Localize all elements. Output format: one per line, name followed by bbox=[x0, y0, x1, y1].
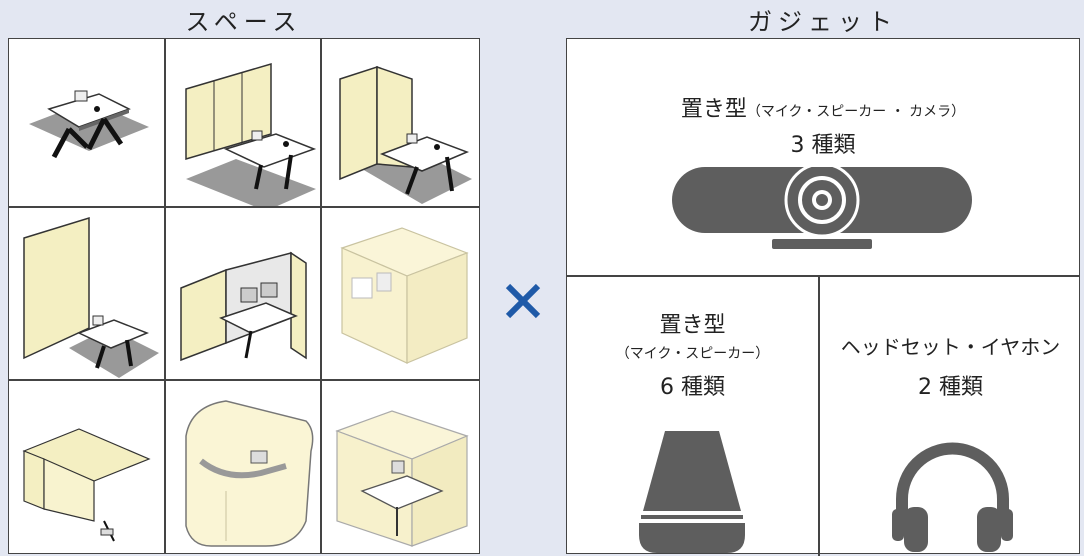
speaker-count: 6 種類 bbox=[660, 375, 725, 400]
grid-divider bbox=[9, 206, 479, 208]
gadget-heading: ガジェット bbox=[748, 8, 898, 36]
camera-bar-detail: （マイク・スピーカー ・ カメラ） bbox=[746, 104, 966, 120]
panel-divider bbox=[567, 275, 1079, 277]
speaker-detail: （マイク・スピーカー） bbox=[615, 346, 770, 362]
camera-bar-title: 置き型（マイク・スピーカー ・ カメラ） bbox=[567, 91, 1079, 123]
camera-bar-count: 3 種類 bbox=[790, 133, 856, 158]
space-single-panel-illustration bbox=[9, 208, 164, 379]
grid-divider bbox=[9, 379, 479, 381]
space-enclosed-booth-illustration bbox=[322, 208, 479, 379]
speaker-name: 置き型 bbox=[659, 313, 726, 338]
multiply-icon: × bbox=[505, 283, 541, 319]
camera-bar-name: 置き型 bbox=[680, 97, 747, 122]
grid-divider bbox=[320, 39, 322, 553]
space-meeting-booth-illustration bbox=[322, 381, 479, 553]
headset-count: 2 種類 bbox=[918, 375, 983, 400]
space-open-desk-illustration bbox=[9, 39, 164, 206]
headphones-icon bbox=[892, 442, 1013, 552]
space-partition-row-illustration bbox=[166, 39, 320, 206]
space-heading: スペース bbox=[185, 8, 303, 36]
space-semi-booth-illustration bbox=[166, 208, 320, 379]
grid-divider bbox=[164, 39, 166, 553]
space-low-partition-illustration bbox=[9, 381, 164, 553]
gadget-panel: 置き型（マイク・スピーカー ・ カメラ） 3 種類 置き型 （マイク・スピーカー… bbox=[566, 38, 1080, 556]
panel-divider bbox=[818, 276, 820, 556]
space-curved-booth-illustration bbox=[166, 381, 320, 553]
space-grid bbox=[8, 38, 480, 554]
camera-bar-icon bbox=[672, 167, 972, 249]
headset-name: ヘッドセット・イヤホン bbox=[840, 335, 1061, 359]
speakerphone-icon bbox=[639, 431, 745, 553]
space-folding-screen-illustration bbox=[322, 39, 479, 206]
